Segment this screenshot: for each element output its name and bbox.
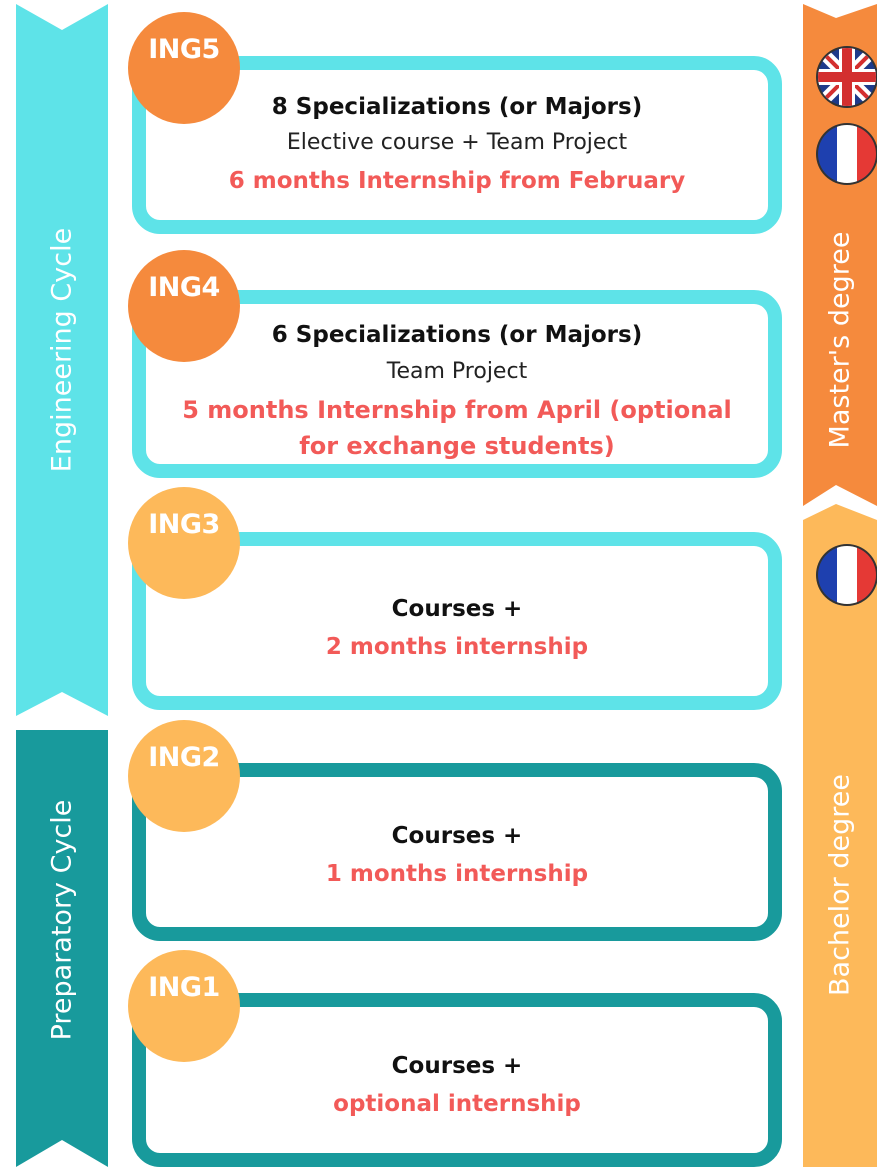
- france-flag-icon: [816, 123, 877, 185]
- ing4-specializations: 6 Specializations (or Majors): [271, 322, 643, 348]
- preparatory-cycle-band: [16, 730, 108, 1167]
- ing5-specializations: 8 Specializations (or Majors): [271, 94, 643, 120]
- ing3-courses: Courses +: [391, 596, 523, 622]
- preparatory-cycle-label: Preparatory Cycle: [46, 799, 78, 1041]
- ing2-courses: Courses +: [391, 823, 523, 849]
- ing5-internship: 6 months Internship from February: [228, 168, 686, 194]
- ing4-internship-line2: for exchange students): [299, 432, 615, 460]
- ing1-badge: ING1: [128, 950, 240, 1062]
- bachelor-degree-band: [803, 504, 877, 1167]
- france-flag-icon: [816, 544, 877, 606]
- ing1-courses: Courses +: [391, 1053, 523, 1079]
- ing4-internship-line1: 5 months Internship from April (optional: [182, 396, 732, 424]
- engineering-cycle-label: Engineering Cycle: [46, 227, 78, 473]
- ing3-badge: ING3: [128, 487, 240, 599]
- ing1-box: Courses + optional internship: [132, 993, 782, 1167]
- ing2-badge: ING2: [128, 720, 240, 832]
- ing4-courses: Team Project: [386, 359, 528, 384]
- masters-degree-label: Master's degree: [824, 231, 856, 449]
- ing1-internship: optional internship: [333, 1091, 581, 1117]
- ing4-box: 6 Specializations (or Majors) Team Proje…: [132, 290, 782, 478]
- ing5-courses: Elective course + Team Project: [286, 130, 628, 155]
- ing4-badge: ING4: [128, 250, 240, 362]
- ing2-box: Courses + 1 months internship: [132, 763, 782, 941]
- bachelor-degree-label: Bachelor degree: [824, 774, 856, 996]
- ing5-badge: ING5: [128, 12, 240, 124]
- engineering-cycle-band: [16, 4, 108, 716]
- ing2-internship: 1 months internship: [325, 861, 589, 887]
- ing3-internship: 2 months internship: [325, 634, 589, 660]
- ing3-box: Courses + 2 months internship: [132, 532, 782, 710]
- uk-flag-icon: [816, 46, 877, 108]
